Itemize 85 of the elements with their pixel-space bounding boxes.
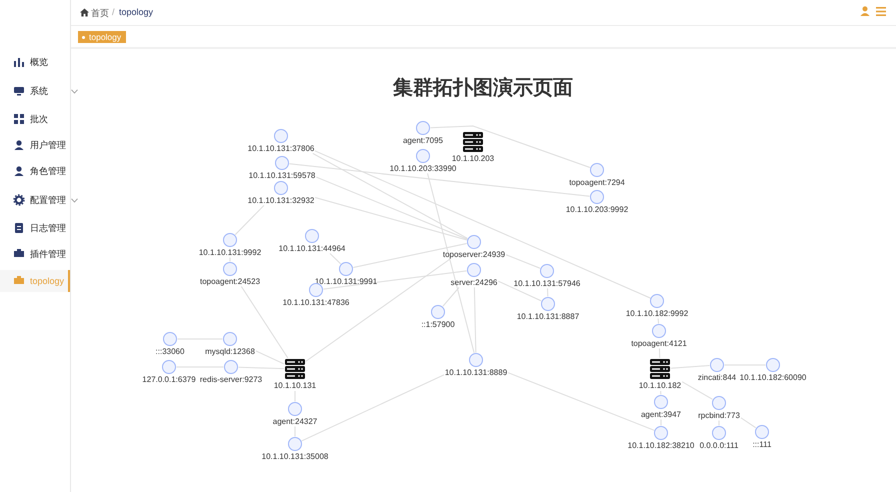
- connection-line: [430, 126, 590, 168]
- node-label: topoagent:7294: [569, 178, 625, 188]
- connection-line: [442, 287, 460, 307]
- connection-line: [322, 270, 468, 290]
- connection-line: [288, 163, 590, 197]
- page-title: 集群拓扑图演示页面: [392, 76, 574, 101]
- connection-line: [498, 280, 542, 302]
- node-label: rpcbind:773: [698, 410, 740, 420]
- node-label: agent:3947: [640, 410, 682, 420]
- menu-item: 配置管理: [30, 194, 66, 206]
- connection-line: [724, 364, 766, 366]
- node-label: 10.1.10.131:37806: [248, 144, 314, 154]
- node-label: 10.1.10.182:60090: [740, 372, 806, 382]
- node-label: mysqld:12368: [205, 346, 255, 356]
- node-label: 10.1.10.131:57946: [514, 278, 580, 288]
- connection-line: [427, 172, 475, 354]
- node-label: 10.1.10.131: [274, 381, 316, 391]
- connection-line: [305, 258, 450, 362]
- menu-item: 系统: [30, 84, 48, 98]
- connection-line: [660, 390, 662, 396]
- connection-line: [682, 381, 713, 400]
- connection-line: [658, 318, 659, 324]
- connection-line: [234, 204, 264, 236]
- node-label: 10.1.10.131:44964: [278, 244, 346, 254]
- node-label: 127.0.0.1:6379: [142, 374, 196, 384]
- connection-line: [314, 150, 652, 299]
- node-label: server:24296: [450, 278, 498, 288]
- menu-item: 批次: [30, 112, 48, 126]
- node-label: 10.1.10.131:32932: [248, 196, 314, 206]
- node-label: 10.1.10.182: [638, 381, 682, 391]
- connection-line: [670, 365, 710, 369]
- connection-line: [508, 372, 655, 431]
- node-label: redis-server:9273: [200, 374, 262, 384]
- connection-line: [312, 153, 468, 239]
- node-label: 10.1.10.182:38210: [628, 440, 694, 450]
- connection-line: [330, 253, 342, 264]
- tab: topology: [78, 31, 126, 43]
- node-label: :::111: [752, 440, 772, 450]
- connection-line: [255, 350, 285, 364]
- connection-line: [658, 348, 660, 359]
- menu-item: 用户管理: [30, 138, 66, 152]
- node-label: 10.1.10.131:47836: [282, 298, 350, 308]
- node-label: topoagent:24523: [200, 276, 260, 286]
- node-label: :::33060: [156, 346, 184, 356]
- menu-item: 角色管理: [30, 164, 66, 178]
- node-label: 10.1.10.131:59578: [248, 170, 316, 180]
- connection-line: [294, 426, 296, 438]
- connection-line: [238, 366, 285, 370]
- node-label: zincati:844: [698, 372, 736, 382]
- node-label: 10.1.10.131:9992: [198, 248, 262, 258]
- connection-line: [506, 254, 541, 269]
- node-label: agent:24327: [272, 416, 318, 426]
- connection-line: [547, 288, 548, 298]
- node-label: topoagent:4121: [631, 338, 687, 348]
- breadcrumb-link: 首页: [91, 7, 109, 20]
- connection-line: [294, 390, 296, 402]
- node-label: 10.1.10.131:8889: [444, 368, 508, 378]
- connection-line: [176, 366, 224, 368]
- node-label: 10.1.10.131:35008: [262, 452, 328, 462]
- node-label: 0.0.0.0:111: [700, 440, 738, 450]
- connection-line: [352, 243, 468, 268]
- node-label: 10.1.10.131:9991: [314, 276, 378, 286]
- node-label: 10.1.10.182:9992: [626, 308, 688, 318]
- node-label: ::1:57900: [421, 320, 455, 330]
- connection-line: [240, 286, 288, 358]
- connection-line: [301, 374, 445, 442]
- menu-item: 插件管理: [30, 248, 66, 260]
- connection-line: [718, 420, 720, 426]
- connection-line: [660, 418, 662, 426]
- node-label: toposerver:24939: [442, 250, 506, 260]
- connection-line: [177, 338, 223, 340]
- connection-line: [474, 286, 476, 354]
- connection-line: [314, 197, 468, 241]
- node-label: 10.1.10.131:8887: [516, 312, 580, 322]
- node-label: 10.1.10.203:9992: [566, 204, 628, 214]
- connection-line: [740, 417, 756, 428]
- node-label: 10.1.10.203:33990: [390, 164, 456, 174]
- menu-item: 概览: [30, 56, 48, 68]
- breadcrumb-current: topology: [119, 7, 154, 17]
- node-label: 10.1.10.203: [452, 154, 494, 164]
- menu-item: topology: [30, 276, 64, 286]
- breadcrumb-separator: /: [112, 7, 115, 17]
- connection-line: [316, 176, 468, 240]
- node-label: agent:7095: [402, 136, 444, 146]
- menu-item: 日志管理: [30, 222, 66, 234]
